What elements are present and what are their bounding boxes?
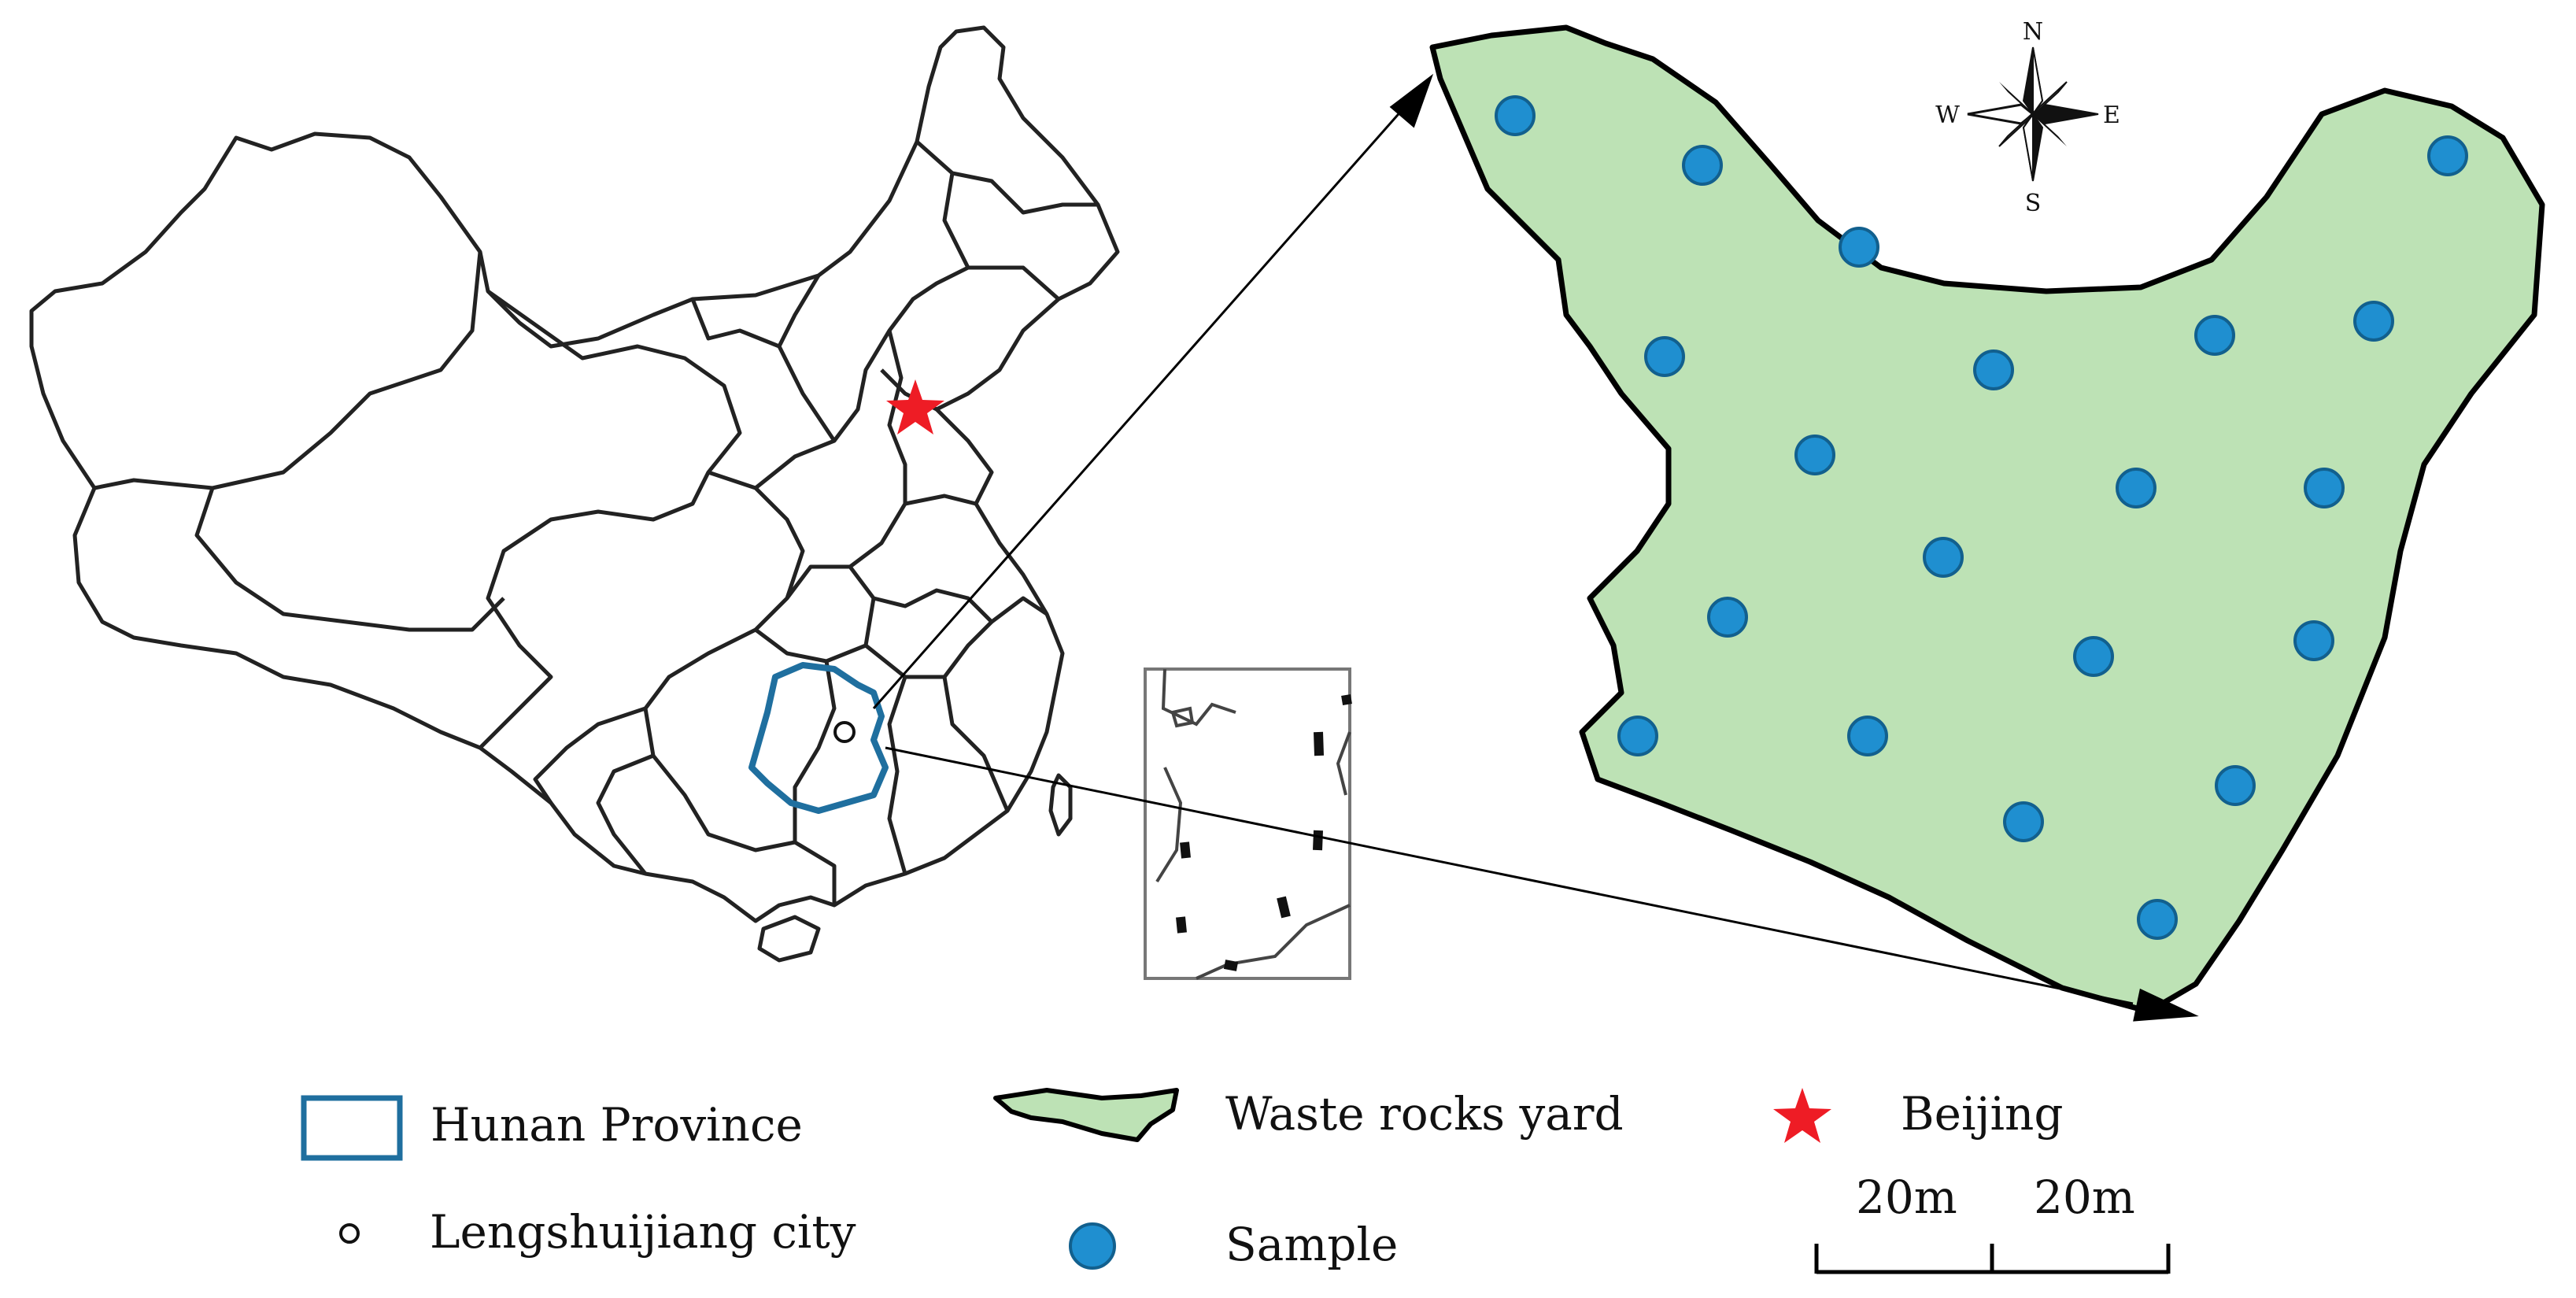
sample-point [2427,135,2468,176]
province-border [94,251,482,490]
legend-beijing-star-icon [1773,1088,1831,1143]
inset-coastline [1336,731,1351,796]
hunan-province-outline [748,662,889,814]
province-border [596,753,654,875]
legend-beijing-label: Beijing [1901,1087,2064,1141]
province-border [887,676,907,875]
province-border [904,494,977,506]
province-border [690,298,780,349]
arrow-line-upper [872,102,1410,709]
province-border [479,289,742,749]
province-border [785,330,907,600]
sample-point [2293,620,2334,661]
sample-point [1682,145,1723,186]
legend-yard-label: Waste rocks yard [1225,1087,1624,1141]
province-border [863,597,993,679]
sample-point [1923,537,1964,578]
province-border [942,172,970,269]
inset-island [1170,706,1195,728]
inset-coastline [1161,668,1236,727]
sample-point [1707,597,1748,638]
legend-city-label: Lengshuijiang city [430,1205,856,1259]
arrow-line-lower [885,746,2134,1005]
sample-point [1794,435,1835,475]
legend-hunan-swatch [301,1095,403,1161]
legend-yard-swatch [993,1088,1179,1142]
compass-west: W [1935,102,1960,129]
leader-arrows [872,73,2199,1022]
sample-point [1839,227,1879,268]
sample-point [2003,801,2044,842]
arrow-head-upper [1389,73,1434,128]
province-border [533,706,646,804]
compass-north: N [2023,18,2043,46]
compass-south: S [2025,190,2042,217]
province-border [793,660,837,842]
south-china-sea-inset [1144,667,1352,980]
compass-east: E [2103,102,2120,129]
sample-point [2194,315,2235,356]
sample-point [2137,899,2178,940]
scale-label-right: 20m [2034,1170,2135,1224]
china-outline [29,25,1120,923]
province-border [643,470,837,905]
sample-point [1973,349,2014,390]
legend-sample-marker [1069,1222,1116,1270]
sample-point [1847,716,1888,756]
nine-dash-line [1176,694,1352,971]
province-border [942,676,1010,812]
sample-point [1495,95,1536,136]
legend-hunan-label: Hunan Province [431,1098,803,1152]
china-map [29,25,1120,963]
sample-point [1617,716,1658,756]
sample-points [1495,95,2468,940]
sample-point [2116,468,2157,508]
province-border [194,487,505,632]
sample-point [1644,336,1685,377]
lengshuijiang-city-marker [833,721,856,743]
compass-rose-icon: N S E W [1935,18,2120,217]
province-border [754,628,867,664]
province-border [848,565,1048,624]
scale-bar [1814,1244,2171,1274]
legend-city-marker [339,1223,360,1244]
legend-sample-label: Sample [1225,1218,1399,1271]
waste-rocks-yard-area [1429,24,2545,1015]
sample-point [2304,468,2345,508]
inset-coastline [1155,767,1183,883]
sample-point [2215,765,2256,806]
inset-coastline [1196,904,1351,980]
beijing-star-icon [886,379,944,435]
province-border [754,265,1060,490]
taiwan-island [1048,773,1073,837]
province-border [915,140,1098,215]
province-border [777,274,837,442]
scale-label-left: 20m [1856,1170,1957,1224]
sample-point [2073,636,2114,677]
sample-point [2353,301,2394,342]
arrow-head-lower [2133,988,2199,1022]
hainan-island [757,915,821,963]
